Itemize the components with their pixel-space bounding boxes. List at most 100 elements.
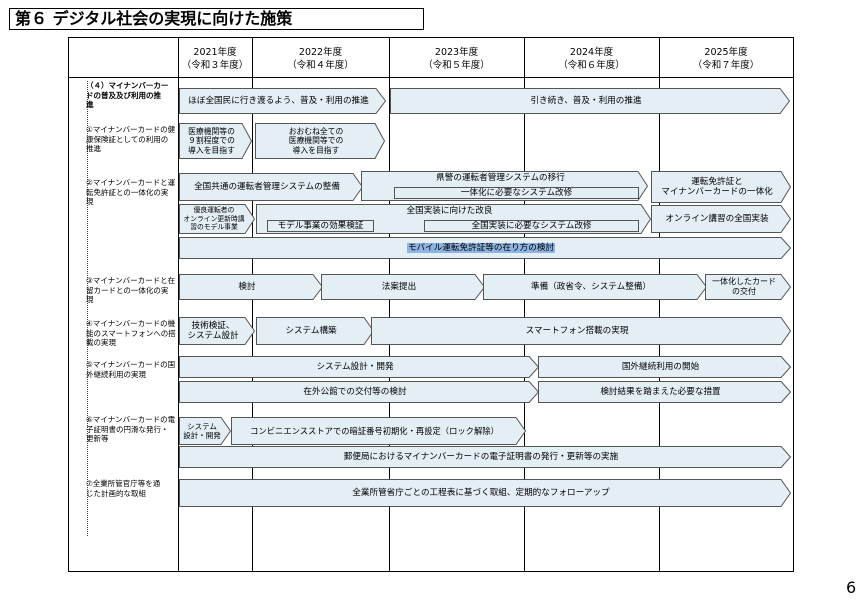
arrow-shape bbox=[651, 171, 792, 203]
bar-label: 全業所管省庁ごとの工程表に基づく取組、定期的なフォローアップ bbox=[352, 488, 610, 498]
year-header-2022: 2022年度 （令和４年度） bbox=[252, 46, 389, 72]
bar-mobile-license: モバイル運転免許証等の在り方の検討 bbox=[179, 237, 792, 259]
era-label: （令和６年度） bbox=[558, 60, 625, 71]
bar-label: 検討 bbox=[238, 282, 256, 292]
year-header-2024: 2024年度 （令和６年度） bbox=[524, 46, 659, 72]
column-divider bbox=[252, 38, 253, 571]
bar-label: スマートフォン搭載の実現 bbox=[525, 326, 629, 336]
bar-label: 優良運転者の オンライン更新時講 習のモデル事業 bbox=[183, 206, 245, 232]
bar-label: 国外継続利用の開始 bbox=[621, 362, 700, 372]
arrow-shape bbox=[179, 317, 256, 345]
bar-necessary-measures: 検討結果を踏まえた必要な措置 bbox=[538, 381, 792, 403]
bar-ministry-schedules: 全業所管省庁ごとの工程表に基づく取組、定期的なフォローアップ bbox=[179, 479, 792, 507]
arrow-shape bbox=[179, 381, 540, 403]
bar-driver-system: 全国共通の運転者管理システムの整備 bbox=[179, 173, 364, 201]
bar-online-lecture-model: 優良運転者の オンライン更新時講 習のモデル事業 bbox=[179, 204, 256, 234]
year-label: 2025年度 bbox=[704, 47, 748, 58]
arrow-shape bbox=[483, 274, 708, 300]
arrow-shape bbox=[256, 317, 375, 345]
bar-label: 全国実装に向けた改良 bbox=[406, 206, 493, 216]
row-label-smartphone: ④マイナンバーカードの機 能のスマートフォンへの搭 載の実現 bbox=[86, 319, 176, 347]
bar-label: 県警の運転者管理システムの移行 bbox=[436, 173, 565, 183]
row-label-health-insurance: ①マイナンバーカードの健 康保険証としての利用の 推進 bbox=[86, 125, 176, 153]
year-label: 2024年度 bbox=[569, 47, 614, 58]
bar-label: 検討結果を踏まえた必要な措置 bbox=[600, 387, 721, 397]
bar-label: 在外公館での交付等の検討 bbox=[303, 387, 407, 397]
year-label: 2021年度 bbox=[193, 47, 237, 58]
bar-label: システム構築 bbox=[285, 326, 337, 336]
arrow-shape bbox=[179, 356, 540, 378]
bar-label: 準備（政省令、システム整備） bbox=[530, 282, 652, 292]
bar-review: 検討 bbox=[179, 274, 324, 300]
arrow-shape bbox=[651, 205, 792, 233]
arrow-shape bbox=[371, 317, 792, 345]
year-label: 2023年度 bbox=[434, 47, 479, 58]
bar-convenience-store: コンビニエンスストアでの暗証番号初期化・再設定（ロック解除） bbox=[231, 417, 527, 445]
highlighted-text: モバイル運転免許証等の在り方の検討 bbox=[406, 243, 556, 253]
era-label: （令和５年度） bbox=[423, 60, 490, 71]
bar-label: オンライン講習の全国実装 bbox=[665, 214, 769, 224]
arrow-shape bbox=[179, 274, 324, 300]
arrow-shape bbox=[538, 356, 792, 378]
arrow-shape bbox=[321, 274, 486, 300]
arrow-shape bbox=[390, 88, 791, 114]
bar-online-lecture-national: オンライン講習の全国実装 bbox=[651, 205, 792, 233]
arrow-shape bbox=[179, 446, 792, 468]
year-label: 2022年度 bbox=[298, 47, 343, 58]
bar-smartphone-launch: スマートフォン搭載の実現 bbox=[371, 317, 792, 345]
arrow-shape bbox=[538, 381, 792, 403]
arrow-shape bbox=[705, 274, 792, 300]
row-label-e-certificate: ⑥マイナンバーカードの電 子証明書の円滑な発行・ 更新等 bbox=[86, 415, 176, 443]
roadmap-table: 2021年度 （令和３年度） 2022年度 （令和４年度） 2023年度 （令和… bbox=[68, 37, 794, 572]
row-label-drivers-license: ②マイナンバーカードと運 転免許証との一体化の実 現 bbox=[86, 178, 176, 206]
bar-label: 法案提出 bbox=[381, 282, 417, 292]
bar-continued-promotion: 引き続き、普及・利用の推進 bbox=[390, 88, 791, 114]
bar-medical-all: おおむね全ての 医療機関等での 導入を目指す bbox=[255, 123, 386, 159]
bar-license-integration: 運転免許証と マイナンバーカードの一体化 bbox=[651, 171, 792, 203]
arrow-shape bbox=[179, 417, 232, 445]
bar-label: ほぼ全国民に行き渡るよう、普及・利用の推進 bbox=[188, 96, 369, 106]
row-label-all-ministries: ⑦全業所管官庁等を通 じた計画的な取組 bbox=[86, 479, 161, 498]
column-divider bbox=[524, 38, 525, 571]
bar-ecert-system: システム 設計・開発 bbox=[179, 417, 232, 445]
bar-label: 引き続き、普及・利用の推進 bbox=[530, 96, 642, 106]
arrow-shape bbox=[179, 204, 256, 234]
sub-bar-model-verification: モデル事業の効果検証 bbox=[267, 220, 374, 232]
sub-bar-national-modification: 全国実装に必要なシステム改修 bbox=[424, 220, 639, 232]
bar-label-wrap: モバイル運転免許証等の在り方の検討 bbox=[183, 237, 779, 259]
arrow-shape bbox=[231, 417, 527, 445]
row-label-card-promotion: （４）マイナンバーカー ドの普及及び利用の推 進 bbox=[86, 81, 169, 109]
bar-label: 一体化したカード の交付 bbox=[712, 277, 776, 296]
arrow-shape bbox=[179, 479, 792, 507]
bar-label: 郵便局におけるマイナンバーカードの電子証明書の発行・更新等の実施 bbox=[343, 452, 619, 462]
bar-label: システム設計・開発 bbox=[316, 362, 394, 372]
bar-medical-90pct: 医療機関等の ９割程度での 導入を目指す bbox=[179, 123, 253, 159]
row-label-overseas-use: ⑤マイナンバーカードの国 外継続利用の実現 bbox=[86, 360, 176, 379]
bar-label: システム 設計・開発 bbox=[183, 422, 221, 440]
bar-post-office: 郵便局におけるマイナンバーカードの電子証明書の発行・更新等の実施 bbox=[179, 446, 792, 468]
bar-label: 運転免許証と マイナンバーカードの一体化 bbox=[661, 177, 773, 197]
bar-label: 全国共通の運転者管理システムの整備 bbox=[194, 182, 340, 192]
bar-bill-submission: 法案提出 bbox=[321, 274, 486, 300]
bar-label: 医療機関等の ９割程度での 導入を目指す bbox=[188, 126, 235, 155]
label-guide-line bbox=[87, 81, 88, 536]
row-label-residence-card: ③マイナンバーカードと在 留カードとの一体化の実 現 bbox=[86, 276, 176, 304]
column-divider bbox=[178, 38, 179, 571]
bar-overseas-start: 国外継続利用の開始 bbox=[538, 356, 792, 378]
column-divider bbox=[659, 38, 660, 571]
bar-system-build: システム構築 bbox=[256, 317, 375, 345]
bar-embassy-review: 在外公館での交付等の検討 bbox=[179, 381, 540, 403]
sub-bar-integration-modification: 一体化に必要なシステム改修 bbox=[394, 187, 639, 199]
page-number: 6 bbox=[846, 578, 857, 597]
bar-preparation: 準備（政省令、システム整備） bbox=[483, 274, 708, 300]
year-header-2021: 2021年度 （令和３年度） bbox=[178, 46, 252, 72]
column-divider bbox=[389, 38, 390, 571]
arrow-shape bbox=[179, 88, 387, 114]
bar-tech-verification: 技術検証、 システム設計 bbox=[179, 317, 256, 345]
bar-promotion: ほぼ全国民に行き渡るよう、普及・利用の推進 bbox=[179, 88, 387, 114]
header-divider bbox=[69, 77, 793, 78]
bar-card-issuance: 一体化したカード の交付 bbox=[705, 274, 792, 300]
page-title: 第６ デジタル社会の実現に向けた施策 bbox=[9, 8, 424, 30]
year-header-2025: 2025年度 （令和７年度） bbox=[659, 46, 793, 72]
arrow-shape bbox=[179, 123, 253, 159]
